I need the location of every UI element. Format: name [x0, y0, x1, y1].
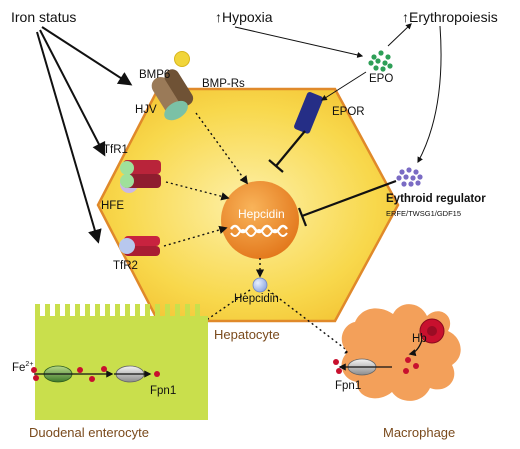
bmp-rs-label: BMP-Rs: [202, 78, 245, 90]
hepcidin-secreted-label: Hepcidin: [234, 293, 279, 305]
fe2-label: Fe2+: [12, 361, 34, 374]
enterocyte-iron-transport: [31, 365, 160, 383]
tfr2-receptor: [119, 236, 160, 256]
epor-label: EPOR: [332, 106, 365, 118]
bmp6-label: BMP6: [139, 69, 171, 81]
erythroid-regulator-molecules: [396, 167, 423, 187]
hb-label: Hb: [412, 333, 427, 345]
erythroid-regulator-label: Eythroid regulator: [386, 193, 486, 205]
duodenal-enterocyte-label: Duodenal enterocyte: [29, 425, 149, 440]
tfr2-label: TfR2: [113, 260, 138, 272]
macrophage-iron-transport: [333, 318, 445, 376]
tfr1-hfe-complex: [120, 160, 161, 193]
bmp-receptor-complex: [151, 69, 194, 121]
hepatocyte-label: Hepatocyte: [214, 327, 280, 342]
hepcidin-nucleus-label: Hepcidin: [238, 207, 285, 221]
epo-molecules: [368, 50, 393, 72]
hepcidin-gene-wave-2: [230, 229, 288, 237]
hepcidin-gene-wave: [229, 224, 289, 234]
hypoxia-label: ↑Hypoxia: [215, 9, 273, 25]
iron-status-label: Iron status: [11, 9, 77, 25]
secreted-hepcidin-sphere: [252, 277, 268, 293]
iron-status-arrows: [36, 26, 133, 244]
erythroid-regulator-list: ERFE/TWSG1/GDF15: [386, 209, 462, 218]
fpn1-macrophage-label: Fpn1: [335, 380, 362, 392]
hjv-label: HJV: [135, 104, 157, 116]
inhibition-lines: [268, 130, 397, 227]
hypoxia-epo-arrows: [234, 23, 442, 164]
hepatocyte-nucleus: [221, 181, 299, 259]
tfr1-label: TfR1: [103, 144, 128, 156]
epo-label: EPO: [369, 73, 394, 85]
duodenal-enterocyte-cell: [35, 304, 208, 420]
erythropoiesis-label: ↑Erythropoiesis: [402, 9, 498, 25]
bmp6-ligand: [174, 51, 190, 67]
epor-receptor: [294, 91, 324, 134]
macrophage-label: Macrophage: [383, 425, 456, 440]
hfe-label: HFE: [101, 200, 124, 212]
fpn1-enterocyte-label: Fpn1: [150, 385, 177, 397]
